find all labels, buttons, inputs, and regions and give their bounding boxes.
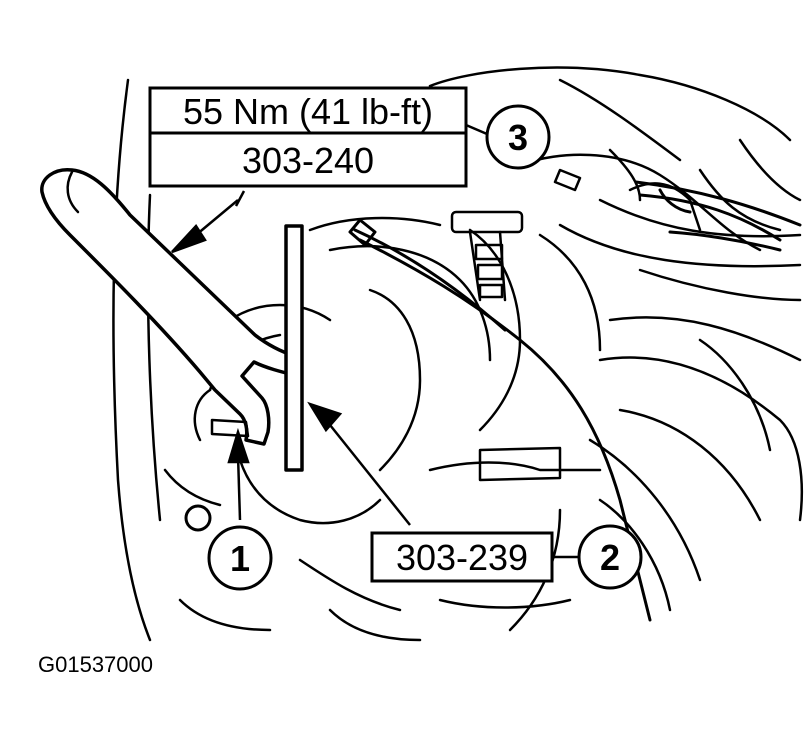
tool-303-239-label: 303-239 bbox=[396, 537, 528, 578]
tool-303-240-label: 303-240 bbox=[242, 140, 374, 181]
callout-number-2: 2 bbox=[577, 524, 643, 590]
arrow-to-wrench-head bbox=[171, 223, 207, 254]
figure-id: G01537000 bbox=[38, 652, 153, 677]
leader-lines bbox=[234, 123, 578, 559]
number-2-text: 2 bbox=[600, 537, 620, 578]
tool-shaft bbox=[284, 224, 304, 472]
arrow-2-head bbox=[307, 401, 343, 433]
wrench-highlight bbox=[66, 170, 80, 214]
bolt-circle bbox=[184, 504, 212, 532]
hose-clamp bbox=[450, 210, 524, 302]
arrow-2-line bbox=[329, 424, 411, 526]
callout-number-3: 3 bbox=[485, 104, 551, 170]
callout-box-lower: 303-239 bbox=[370, 531, 554, 583]
callout-box-upper: 55 Nm (41 lb-ft) 303-240 bbox=[148, 86, 468, 188]
torque-spec-label: 55 Nm (41 lb-ft) bbox=[183, 91, 433, 132]
wrench-handle bbox=[40, 168, 297, 446]
leader-arrows bbox=[171, 199, 411, 526]
arrow-1-line bbox=[236, 454, 242, 521]
callout-number-1: 1 bbox=[207, 525, 273, 591]
engine-background-lines bbox=[112, 66, 804, 642]
number-3-text: 3 bbox=[508, 117, 528, 158]
number-1-text: 1 bbox=[230, 538, 250, 579]
arrow-1-head bbox=[227, 427, 250, 464]
bolt-head bbox=[210, 418, 250, 438]
